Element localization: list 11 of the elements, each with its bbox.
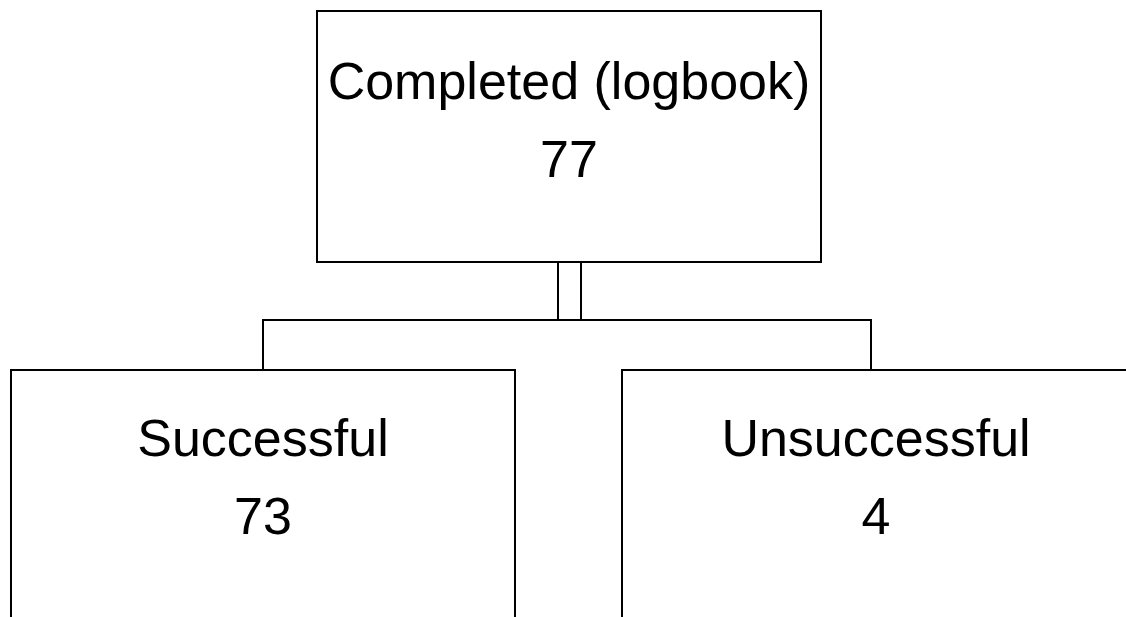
box-title: Unsuccessful	[721, 408, 1031, 469]
box-title: Successful	[137, 408, 389, 469]
count-value: 73	[234, 486, 292, 547]
count-value: 4	[861, 486, 891, 547]
count-value: 77	[540, 129, 598, 190]
process-box	[621, 369, 1126, 617]
connector-line	[262, 262, 559, 370]
box-title: Completed (logbook)	[327, 51, 811, 112]
process-box	[10, 369, 516, 617]
process-box	[316, 10, 822, 263]
connector-line	[557, 262, 872, 370]
